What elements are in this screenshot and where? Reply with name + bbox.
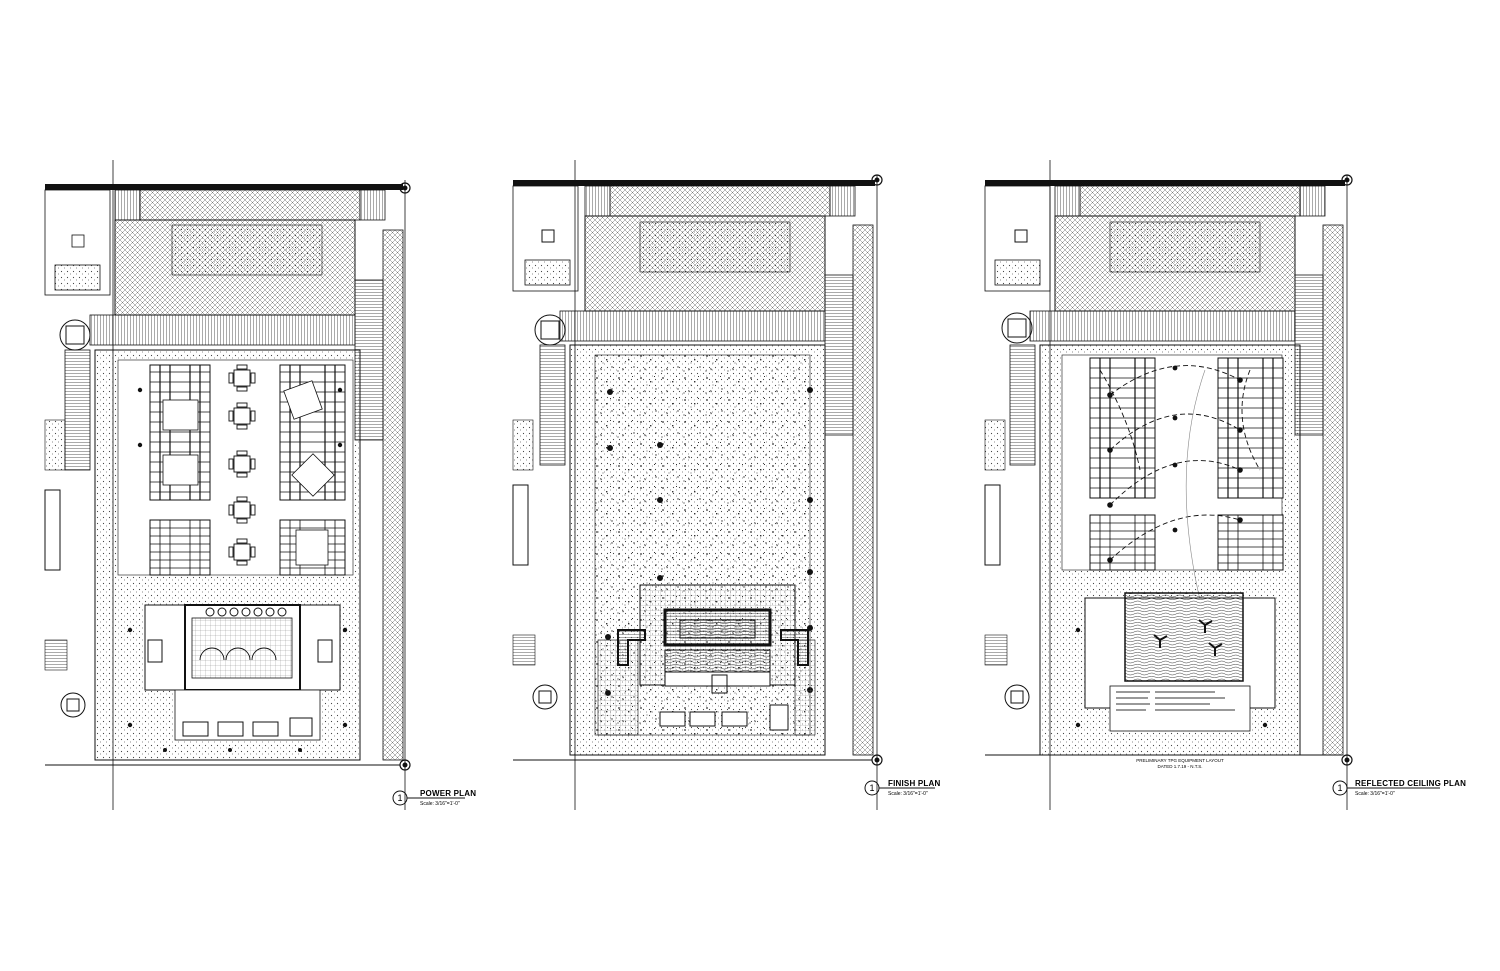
finish-plan-title: FINISH PLAN <box>888 779 940 788</box>
finish-plan-number: 1 <box>869 783 874 793</box>
ceiling-plan-title: REFLECTED CEILING PLAN <box>1355 779 1466 788</box>
power-plan-title: POWER PLAN <box>420 789 476 798</box>
pergola-right <box>279 364 346 501</box>
power-plan-number: 1 <box>397 793 402 803</box>
reflected-ceiling-plan: PRELIMINARY TPG EQUIPMENT LAYOUT DATED 1… <box>984 160 1466 810</box>
ceiling-plan-title-block: 1 REFLECTED CEILING PLAN Scale: 3/16"=1'… <box>1332 779 1466 797</box>
finish-plan-title-block: 1 FINISH PLAN Scale: 3/16"=1'-0" <box>864 779 940 797</box>
power-plan-title-block: 1 POWER PLAN Scale: 3/16"=1'-0" <box>392 789 476 807</box>
ceiling-plan-number: 1 <box>1337 783 1342 793</box>
power-plan: 1 POWER PLAN Scale: 3/16"=1'-0" <box>44 160 476 810</box>
ceiling-plan-scale: Scale: 3/16"=1'-0" <box>1355 791 1395 797</box>
power-plan-scale: Scale: 3/16"=1'-0" <box>420 801 460 807</box>
finish-plan: 1 FINISH PLAN Scale: 3/16"=1'-0" <box>512 160 940 810</box>
dining-tables <box>228 364 256 566</box>
ceiling-equipment-note-line2: DATED 1.7.19 - N.T.S. <box>1158 764 1203 769</box>
pergola-left <box>149 364 211 501</box>
finish-plan-scale: Scale: 3/16"=1'-0" <box>888 791 928 797</box>
ceiling-equipment-note-line1: PRELIMINARY TPG EQUIPMENT LAYOUT <box>1136 758 1224 763</box>
